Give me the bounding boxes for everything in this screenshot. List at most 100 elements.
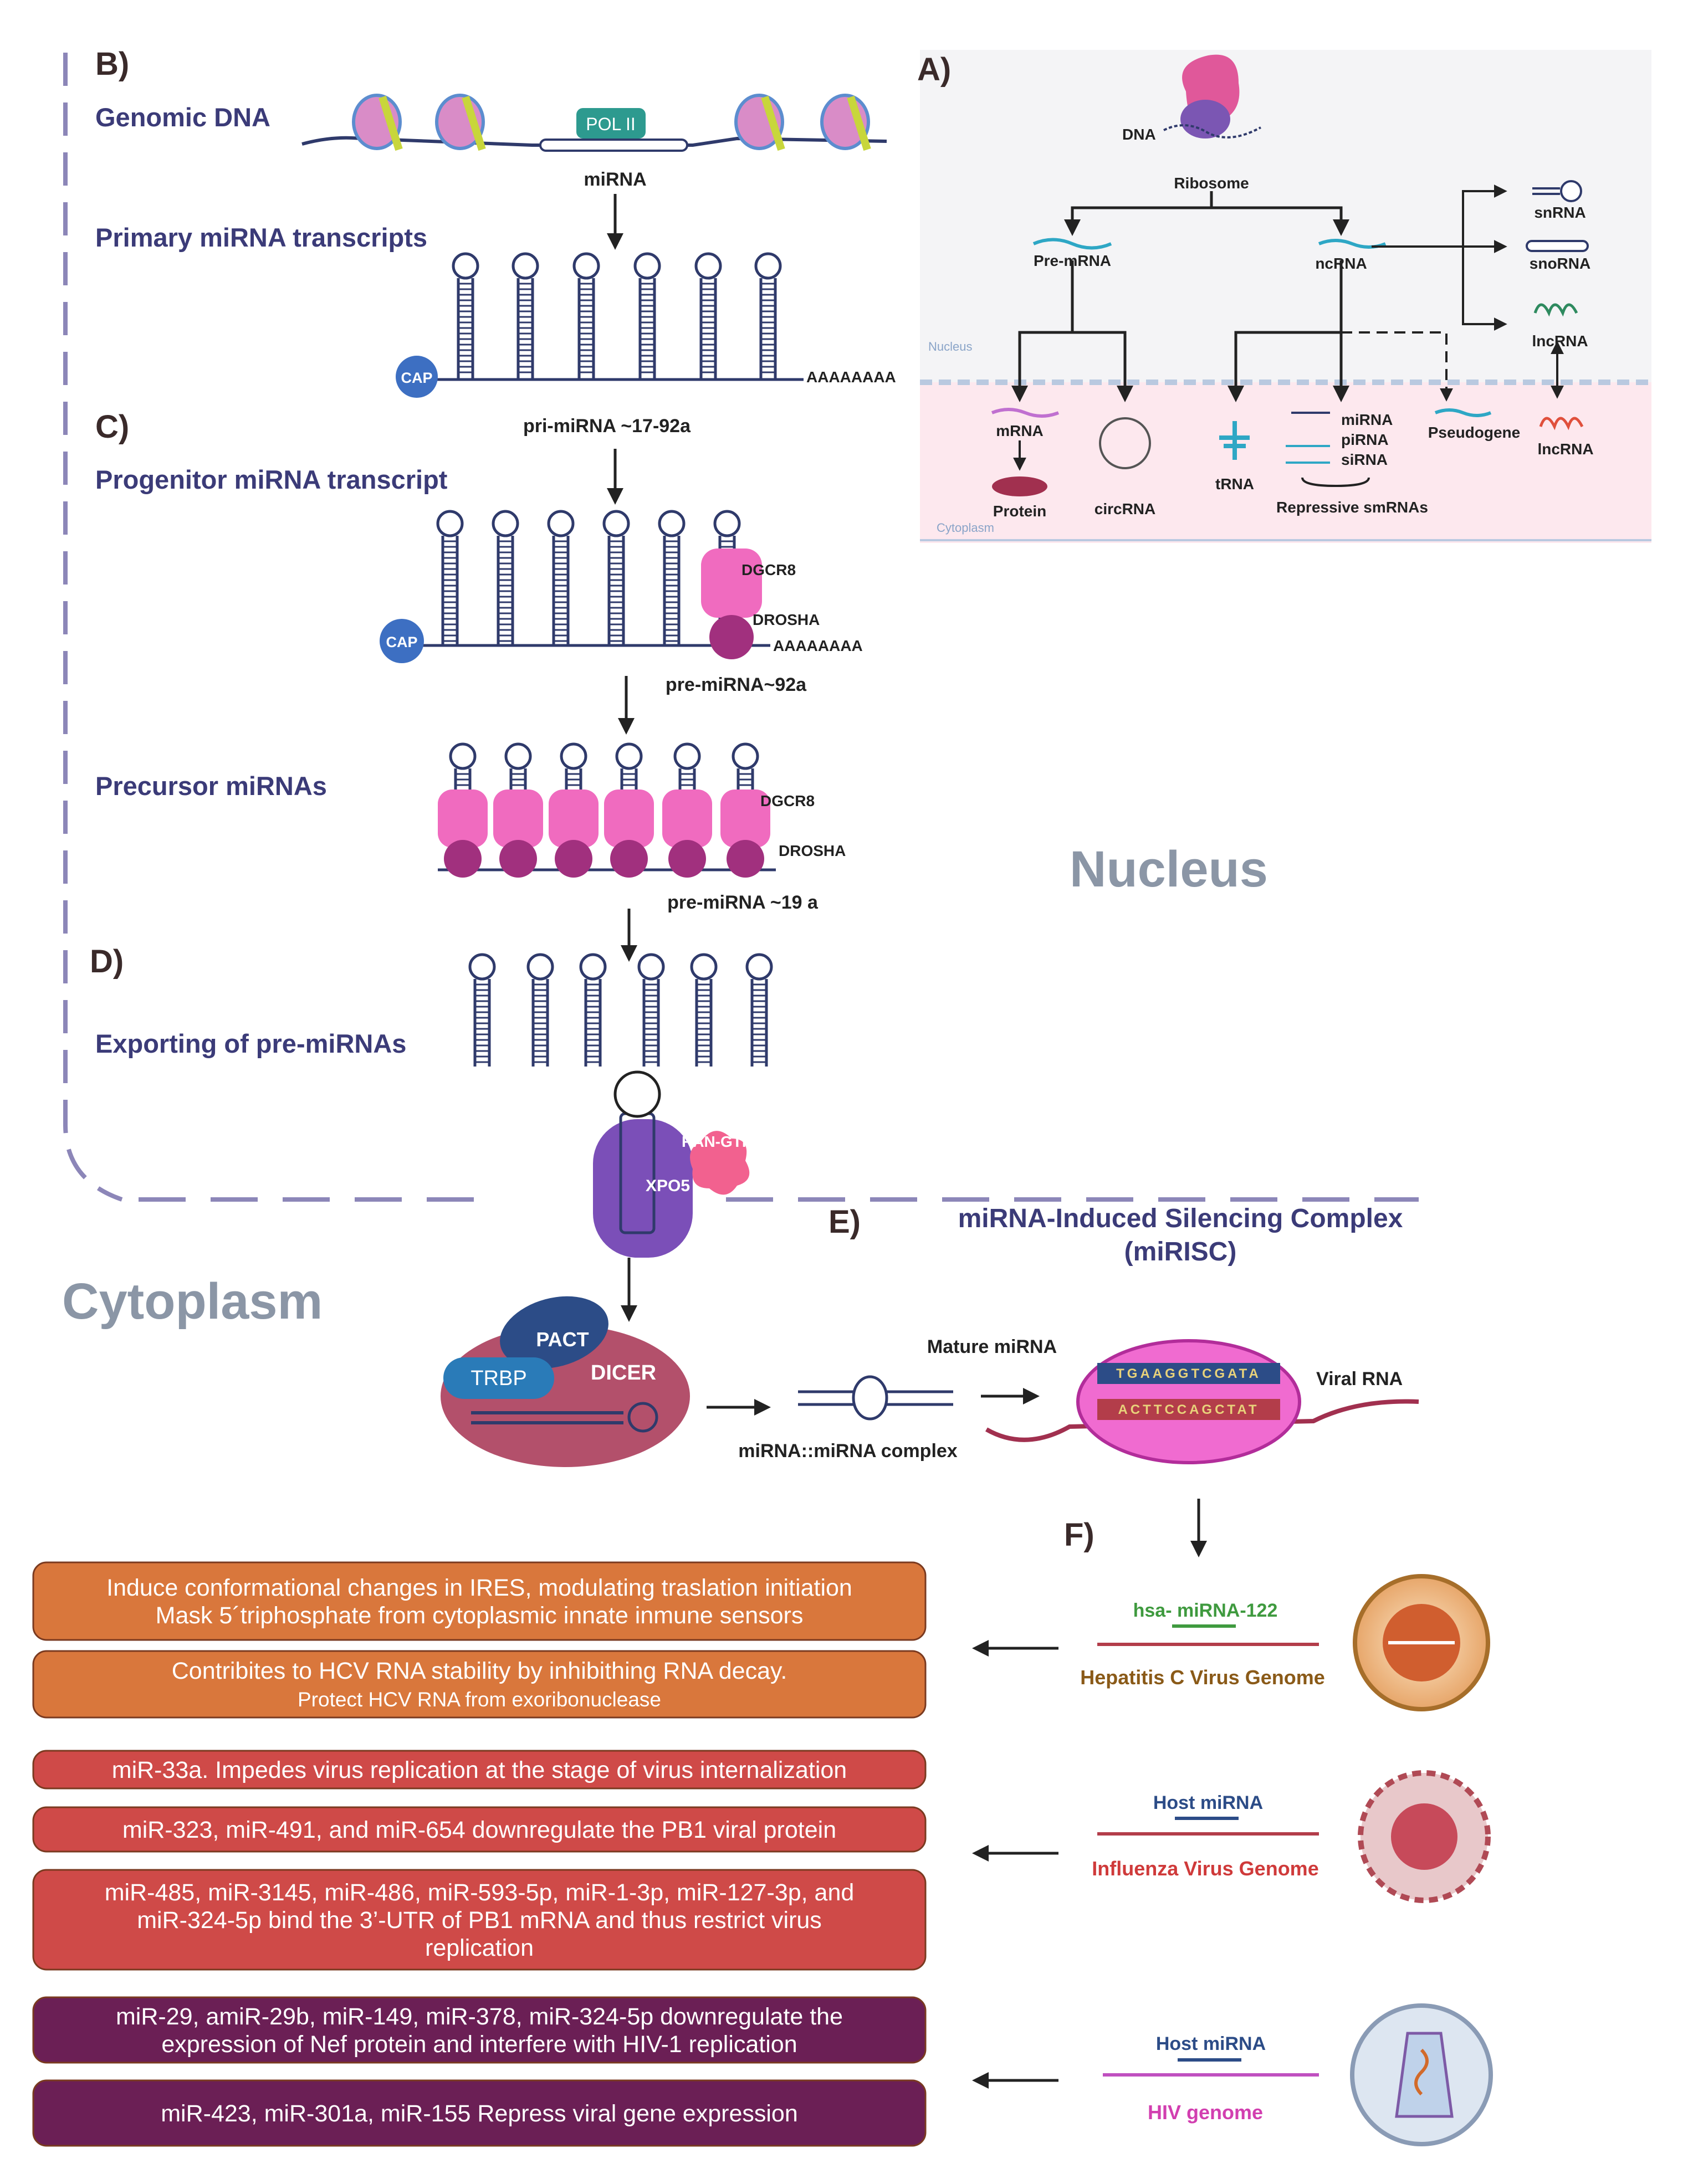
mature-mirna-sequence: TGAAGGTCGATA — [1116, 1366, 1261, 1381]
hairpin — [468, 953, 496, 1067]
hairpin — [633, 252, 661, 380]
section-f-label: F) — [1064, 1517, 1095, 1553]
nucleosome-icon — [352, 94, 871, 151]
panel-a-circrna: circRNA — [1095, 500, 1155, 517]
polya-tail-pri: AAAAAAAA — [806, 368, 896, 386]
exported-pre-mirnas — [468, 953, 773, 1067]
hcv-genome-label: Hepatitis C Virus Genome — [1080, 1666, 1324, 1689]
dgcr8-protein — [549, 789, 599, 848]
effect-box: Induce conformational changes in IRES, m… — [32, 1561, 927, 1641]
dgcr8-protein — [662, 789, 712, 848]
hiv-virion-icon — [1350, 2003, 1493, 2146]
dgcr8-protein — [720, 789, 770, 848]
exporting-label: Exporting of pre-miRNAs — [95, 1029, 406, 1058]
pri-mirna-label: pri-miRNA ~17-92a — [523, 416, 691, 437]
effect-text: Contribites to HCV RNA stability by inhi… — [172, 1658, 787, 1684]
panel-a-mrna: mRNA — [996, 422, 1044, 439]
effect-text: Induce conformational changes in IRES, m… — [106, 1575, 852, 1601]
effect-text: Mask 5´triphosphate from cytoplasmic inn… — [156, 1602, 804, 1629]
panel-a-lncrna-cytoplasm: lncRNA — [1537, 440, 1593, 458]
hairpin — [436, 510, 464, 645]
pri-mirna-hairpins — [435, 252, 804, 381]
cap-label-pri: CAP — [401, 370, 432, 386]
section-d-label: D) — [90, 944, 124, 980]
section-b-label: B) — [95, 46, 129, 82]
effect-text: replication — [425, 1935, 534, 1961]
drosha-protein — [668, 840, 706, 878]
precursor-label: Precursor miRNAs — [95, 771, 327, 801]
hairpin — [745, 953, 773, 1067]
influenza-virion-icon — [1358, 1770, 1491, 1903]
viral-rna-sequence: ACTTCCAGCTAT — [1118, 1402, 1259, 1417]
drosha-label-prog: DROSHA — [753, 611, 820, 628]
drosha-protein — [499, 840, 537, 878]
dgcr8-protein — [604, 789, 654, 848]
panel-a-protein: Protein — [993, 503, 1046, 520]
hairpin — [512, 252, 539, 380]
hcv-virion-icon — [1353, 1574, 1490, 1711]
pre-mirna-92a-label: pre-miRNA~92a — [666, 674, 807, 695]
panel-a-pre-mrna: Pre-mRNA — [1034, 252, 1111, 269]
flu-mirna-label: Host miRNA — [1153, 1792, 1263, 1813]
effect-text: expression of Nef protein and interfere … — [161, 2031, 797, 2058]
panel-a-cytoplasm: Cytoplasm — [937, 521, 994, 535]
mirisc-title: miRNA-Induced Silencing Complex — [958, 1204, 1403, 1233]
hairpin — [602, 510, 630, 645]
effect-box: miR-33a. Impedes virus replication at th… — [32, 1750, 927, 1790]
effect-text: Protect HCV RNA from exoribonuclease — [298, 1688, 661, 1711]
cap-label-prog: CAP — [386, 634, 417, 650]
polya-tail-prog: AAAAAAAA — [773, 637, 863, 654]
progenitor-label: Progenitor miRNA transcript — [95, 465, 448, 494]
section-c-label: C) — [95, 409, 129, 445]
hairpin — [579, 953, 607, 1067]
hairpin — [694, 252, 722, 380]
hiv-genome-label: HIV genome — [1148, 2101, 1263, 2124]
cytoplasm-region-label: Cytoplasm — [62, 1273, 323, 1330]
precursor-hairpins — [438, 742, 776, 878]
panel-a-lncrna-nucleus: lncRNA — [1532, 332, 1588, 350]
effect-box: Contribites to HCV RNA stability by inhi… — [32, 1650, 927, 1719]
panel-a-pseudogene: Pseudogene — [1428, 424, 1520, 441]
mirisc-complex — [985, 1339, 1419, 1464]
drosha-protein — [555, 840, 592, 878]
panel-a-pirna: piRNA — [1341, 431, 1389, 448]
hairpin — [492, 510, 519, 645]
panel-a-ncrna: ncRNA — [1315, 255, 1367, 272]
mirisc-abbr: (miRISC) — [1124, 1237, 1237, 1267]
pol2-label: POL II — [586, 114, 636, 134]
panel-a-snrna: snRNA — [1534, 204, 1586, 221]
effect-text: miR-29, amiR-29b, miR-149, miR-378, miR-… — [116, 2003, 843, 2030]
panel-a-mirna: miRNA — [1341, 411, 1393, 428]
pol2-badge: POL II — [576, 108, 646, 139]
effect-text: miR-324-5p bind the 3’-UTR of PB1 mRNA a… — [137, 1907, 822, 1934]
pre-mirna-19a-label: pre-miRNA ~19 a — [667, 892, 819, 913]
flu-binding-diagram — [1097, 1817, 1319, 1836]
hairpin — [452, 252, 479, 380]
dgcr8-protein — [493, 789, 543, 848]
drosha-protein — [727, 840, 764, 878]
drosha-protein — [444, 840, 482, 878]
xpo5-label: XPO5 — [646, 1177, 690, 1195]
effect-text: miR-485, miR-3145, miR-486, miR-593-5p, … — [105, 1879, 855, 1906]
genomic-dna-strand — [301, 136, 887, 152]
effect-text: miR-323, miR-491, and miR-654 downregula… — [122, 1817, 836, 1843]
dicer-label: DICER — [591, 1361, 656, 1385]
panel-a-trna: tRNA — [1215, 475, 1254, 493]
drosha-label-prec: DROSHA — [779, 842, 846, 859]
panel-a-ribosome: Ribosome — [1174, 175, 1249, 192]
cap-icon-prog: CAP — [380, 619, 424, 663]
hairpin — [720, 742, 770, 878]
hairpin — [493, 742, 543, 878]
effect-box: miR-29, amiR-29b, miR-149, miR-378, miR-… — [32, 1996, 927, 2064]
effect-box: miR-323, miR-491, and miR-654 downregula… — [32, 1806, 927, 1853]
hiv-binding-diagram — [1103, 2058, 1319, 2077]
hairpin — [690, 953, 718, 1067]
mirna-duplex — [798, 1375, 953, 1421]
viral-rna-label: Viral RNA — [1316, 1368, 1403, 1390]
dgcr8-label-prog: DGCR8 — [741, 561, 796, 578]
dgcr8-label-prec: DGCR8 — [760, 792, 815, 809]
hairpin — [438, 742, 488, 878]
dicer-complex — [441, 1296, 690, 1467]
